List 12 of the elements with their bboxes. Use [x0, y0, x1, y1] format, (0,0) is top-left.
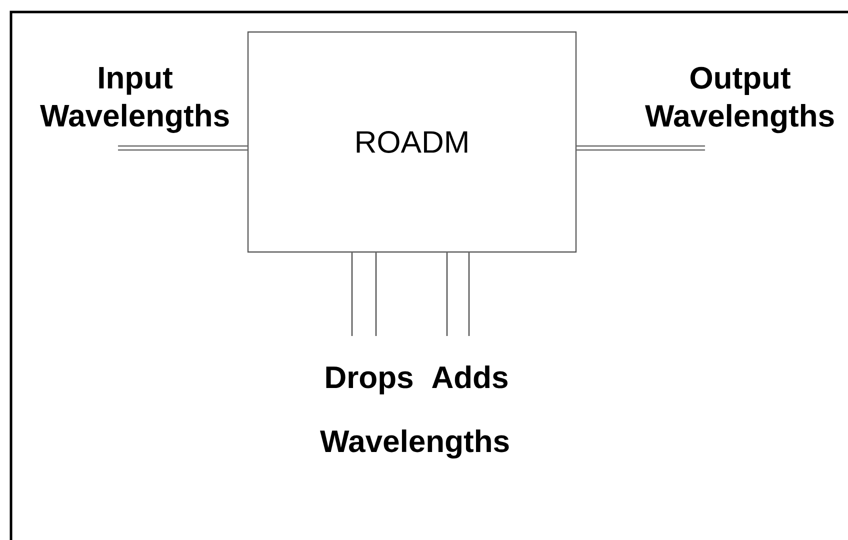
line — [468, 252, 470, 336]
line — [375, 252, 377, 336]
line — [351, 252, 353, 336]
text-label: Wavelengths — [320, 429, 509, 458]
line — [446, 252, 448, 336]
text-label: Output Wavelengths — [645, 66, 834, 134]
text-label: Drops — [326, 366, 412, 394]
text-label: Adds — [432, 366, 508, 388]
line — [118, 146, 248, 150]
process-box: ROADM — [247, 31, 577, 253]
line — [576, 146, 705, 150]
text-label: Input Wavelengths — [40, 67, 229, 133]
